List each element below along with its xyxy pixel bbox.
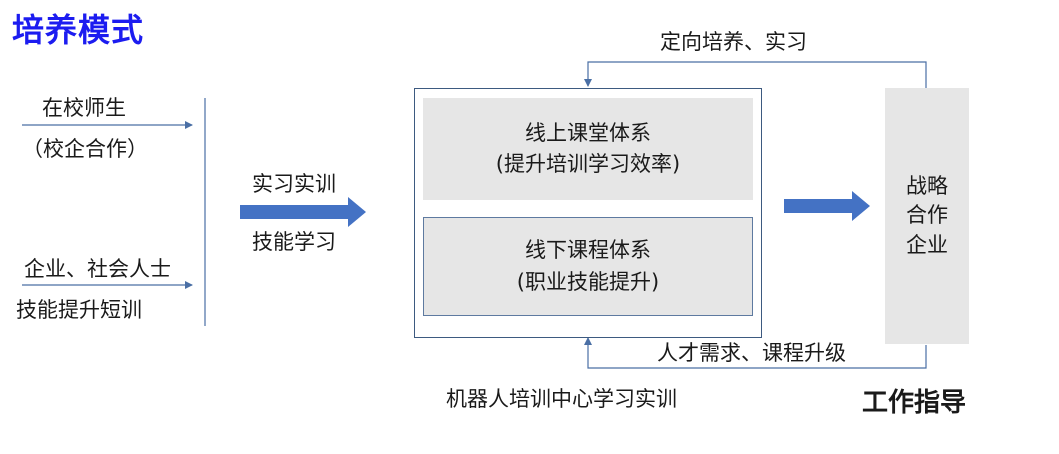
offline-course-title: 线下课程体系: [524, 238, 651, 262]
partner-line-2: 合作: [906, 203, 948, 228]
strategic-partner-box: 战略 合作 企业: [885, 88, 969, 344]
enterprise-sublabel: 技能提升短训: [16, 298, 142, 322]
students-sublabel: （校企合作）: [22, 137, 148, 161]
training-center-box: 线上课堂体系 (提升培训学习效率) 线下课程体系 (职业技能提升): [414, 88, 762, 338]
skill-learning-label: 技能学习: [252, 230, 336, 254]
bottom-feedback-line: [584, 337, 927, 369]
partner-line-3: 企业: [906, 232, 948, 257]
partner-flow-arrow: [784, 191, 870, 221]
online-course-title: 线上课堂体系: [524, 120, 651, 145]
offline-course-subtitle: (职业技能提升): [516, 269, 660, 294]
training-center-caption: 机器人培训中心学习实训: [446, 387, 677, 411]
top-feedback-label: 定向培养、实习: [660, 30, 807, 54]
online-course-panel: 线上课堂体系 (提升培训学习效率): [423, 98, 753, 200]
bottom-feedback-label: 人才需求、课程升级: [657, 341, 846, 365]
work-guide-label: 工作指导: [862, 388, 967, 418]
enterprise-label: 企业、社会人士: [24, 257, 171, 281]
partner-line-1: 战略: [906, 173, 948, 198]
top-feedback-line: [584, 61, 927, 88]
online-course-subtitle: (提升培训学习效率): [495, 152, 681, 176]
offline-course-panel: 线下课程体系 (职业技能提升): [423, 217, 753, 316]
students-label: 在校师生: [42, 96, 126, 120]
training-flow-arrow: [240, 197, 366, 227]
page-title: 培养模式: [12, 11, 145, 49]
internship-label: 实习实训: [252, 172, 336, 196]
